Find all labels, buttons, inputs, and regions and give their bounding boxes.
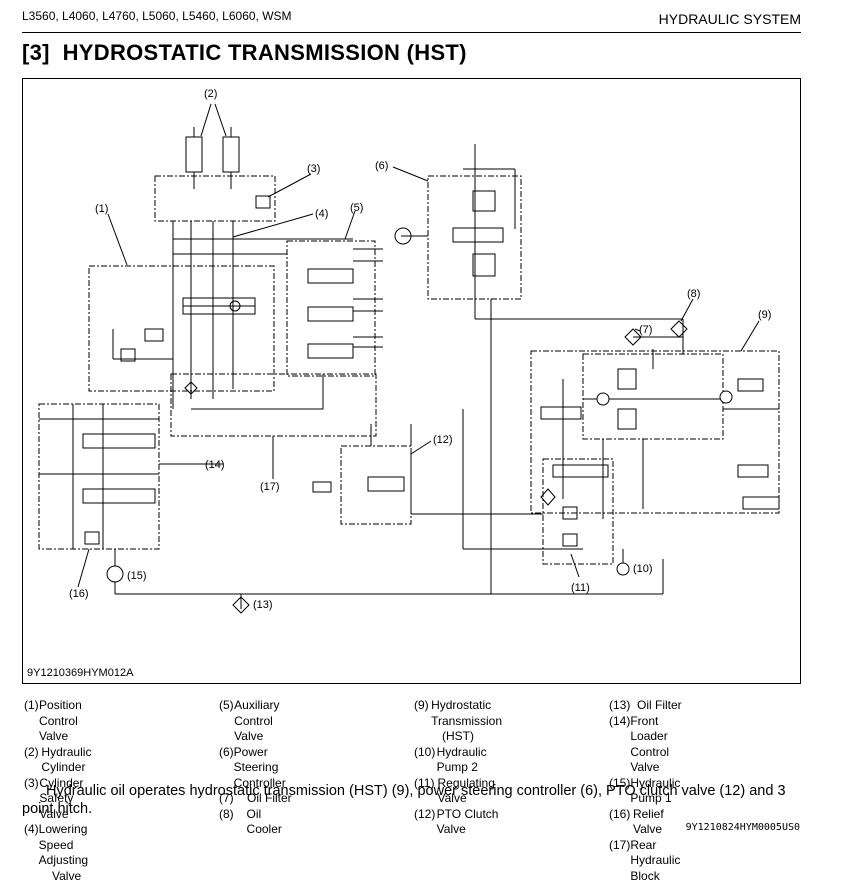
callout-14: (14) xyxy=(205,459,225,471)
document-code: 9Y1210824HYM0005US0 xyxy=(686,822,800,833)
callout-11: (11) xyxy=(571,582,590,594)
callout-10: (10) xyxy=(633,563,653,575)
hydraulic-cylinders xyxy=(186,127,239,189)
page-title: [3] HYDROSTATIC TRANSMISSION (HST) xyxy=(22,40,467,66)
pipelines xyxy=(39,144,779,609)
legend-item: (10)Hydraulic Pump 2 xyxy=(414,745,513,776)
header-models: L3560, L4060, L4760, L5060, L5460, L6060… xyxy=(22,9,292,23)
callout-labels: (2) (3) (4) (5) (1) (6) (7) (8) (9) (10)… xyxy=(69,88,771,611)
callout-8: (8) xyxy=(687,288,700,300)
legend-item: (4)Lowering Speed Adjusting xyxy=(24,822,102,869)
callout-17: (17) xyxy=(260,481,280,493)
hydraulic-circuit-diagram: (2) (3) (4) (5) (1) (6) (7) (8) (9) (10)… xyxy=(22,78,801,684)
callout-2: (2) xyxy=(204,88,217,100)
legend-item: (1)Position Control Valve xyxy=(24,698,102,745)
figure-code: 9Y1210369HYM012A xyxy=(27,667,133,679)
legend-item: (13)Oil Filter xyxy=(609,698,687,714)
legend-item: (HST) xyxy=(414,729,513,745)
legend-item: (9)Hydrostatic Transmission xyxy=(414,698,513,729)
pump-1-symbol xyxy=(107,566,123,582)
callout-7: (7) xyxy=(639,324,652,336)
callout-15: (15) xyxy=(127,570,147,582)
callout-13: (13) xyxy=(253,599,273,611)
callout-5: (5) xyxy=(350,202,363,214)
description-text: Hydraulic oil operates hydrostatic trans… xyxy=(22,783,786,817)
callout-4: (4) xyxy=(315,208,328,220)
legend-item: (17)Rear Hydraulic Block xyxy=(609,838,687,884)
valve-blocks xyxy=(83,191,779,546)
legend-item: (14)Front Loader Control Valve xyxy=(609,714,687,776)
callout-3: (3) xyxy=(307,163,320,175)
callout-12: (12) xyxy=(433,434,453,446)
header-rule xyxy=(22,32,801,33)
header-section: HYDRAULIC SYSTEM xyxy=(659,11,801,27)
legend-item: (5)Auxiliary Control Valve xyxy=(219,698,299,745)
oil-cooler-8-symbol xyxy=(671,321,687,337)
legend-item: Valve xyxy=(24,869,102,884)
callout-9: (9) xyxy=(758,309,771,321)
callout-6: (6) xyxy=(375,160,388,172)
callout-16: (16) xyxy=(69,588,89,600)
legend-item: (2)Hydraulic Cylinder xyxy=(24,745,102,776)
pump-2-symbol xyxy=(617,563,629,575)
callout-1: (1) xyxy=(95,203,108,215)
circuit-svg: (2) (3) (4) (5) (1) (6) (7) (8) (9) (10)… xyxy=(23,79,802,685)
description-paragraph: Hydraulic oil operates hydrostatic trans… xyxy=(22,782,812,818)
component-boundaries xyxy=(39,176,779,564)
